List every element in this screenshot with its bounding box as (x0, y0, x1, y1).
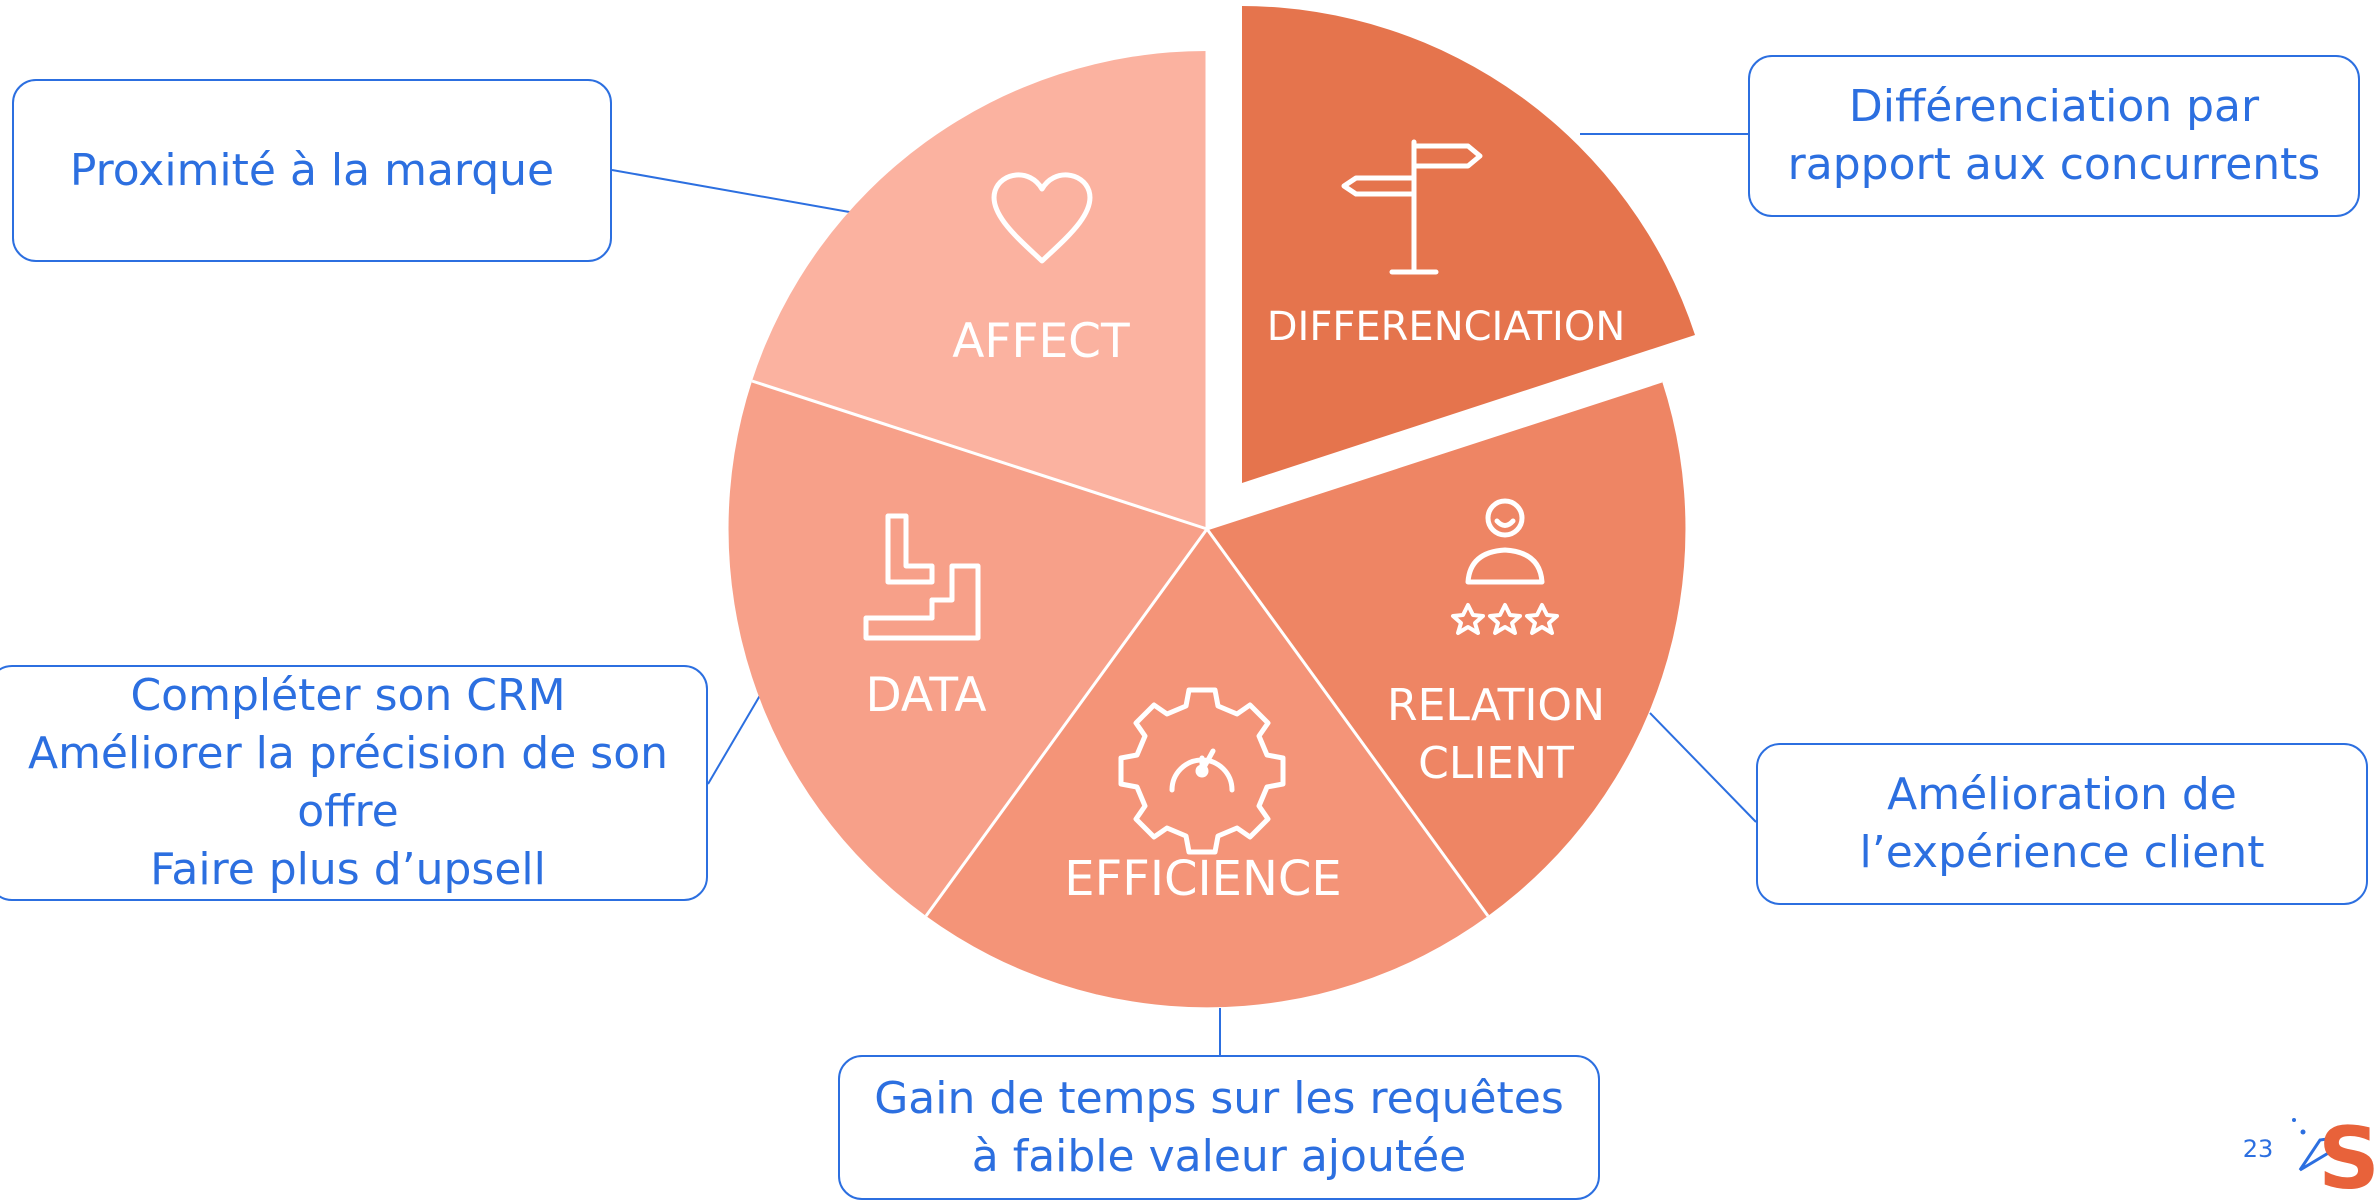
segment-relation (1207, 381, 1686, 916)
segment-label-relation-line2: CLIENT (1418, 738, 1574, 789)
callout-differenciation: Différenciation par rapport aux concurre… (1748, 55, 2360, 217)
rocket-logo: S (2292, 1109, 2374, 1193)
segment-differenciation (1242, 6, 1695, 483)
gear-gauge-icon (1118, 687, 1286, 855)
callout-relation-line-2: l’expérience client (1859, 827, 2265, 878)
customer-rating-icon (1451, 498, 1559, 635)
connector-affect (611, 169, 856, 214)
callout-differenciation-line-1: Différenciation par (1848, 81, 2260, 132)
callout-affect: Proximité à la marque (12, 79, 612, 262)
callout-data-line-4: Faire plus d’upsell (150, 844, 546, 895)
callout-efficience: Gain de temps sur les requêtes à faible … (838, 1055, 1600, 1200)
callout-data-line-1: Compléter son CRM (130, 670, 566, 721)
callout-efficience-line-1: Gain de temps sur les requêtes (874, 1072, 1564, 1124)
callout-affect-line-1: Proximité à la marque (69, 144, 555, 196)
segment-label-efficience: EFFICIENCE (1064, 851, 1341, 907)
callout-differenciation-line-2: rapport aux concurrents (1787, 139, 2321, 190)
connector-data (707, 691, 763, 785)
segment-label-data: DATA (865, 668, 986, 723)
callout-data-line-3: offre (297, 786, 399, 837)
segment-label-relation-line1: RELATION (1387, 680, 1605, 731)
signpost-icon (1341, 139, 1483, 275)
segment-label-affect: AFFECT (952, 314, 1130, 369)
stairs-icon (863, 513, 981, 641)
segment-data (728, 381, 1207, 916)
callout-data: Compléter son CRM Améliorer la précision… (0, 665, 708, 901)
callout-efficience-line-2: à faible valeur ajoutée (971, 1130, 1467, 1182)
callout-data-line-2: Améliorer la précision de son (27, 728, 669, 779)
callout-relation-line-1: Amélioration de (1887, 769, 2237, 820)
segment-affect (752, 50, 1207, 530)
connector-relation (1649, 712, 1757, 823)
page-number: 23 (2242, 1135, 2274, 1163)
segment-label-differenciation: DIFFERENCIATION (1267, 304, 1626, 350)
heart-icon (991, 172, 1093, 264)
callout-relation: Amélioration de l’expérience client (1756, 743, 2368, 905)
logo-letter: S (2318, 1109, 2374, 1193)
